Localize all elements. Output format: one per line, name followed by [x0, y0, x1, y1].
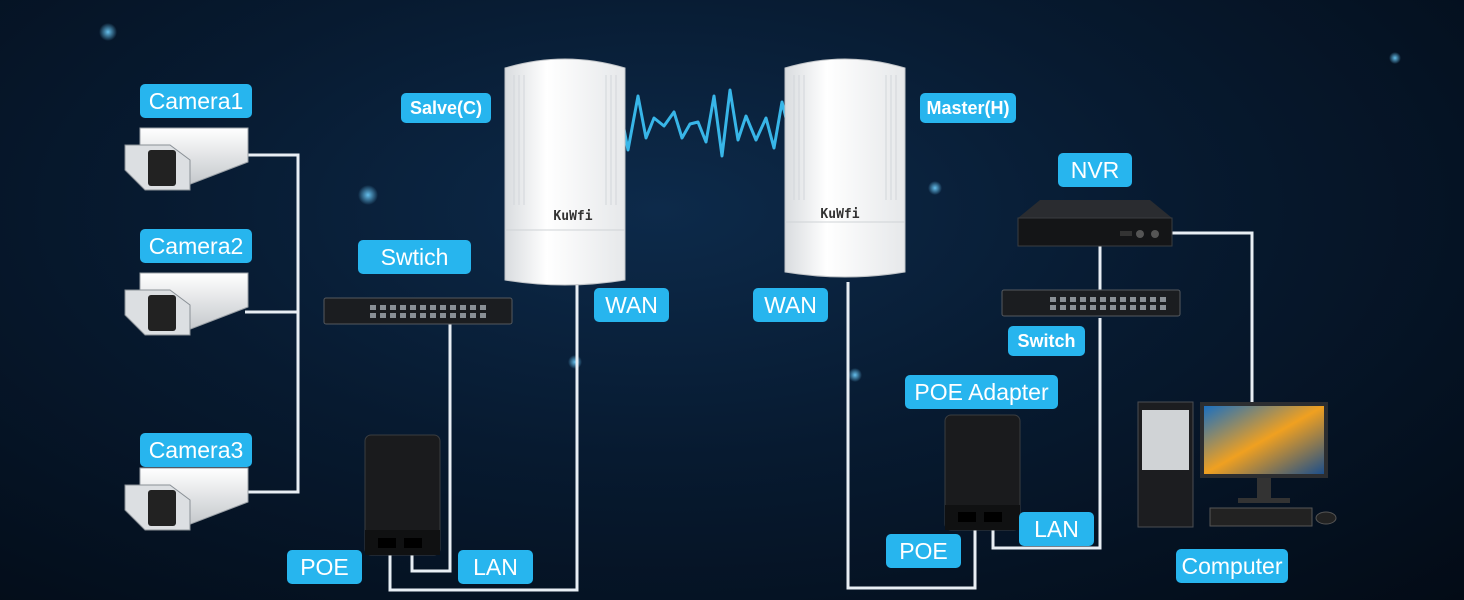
label-lan-right: LAN — [1019, 512, 1094, 546]
wireless-signal — [587, 88, 825, 158]
label-camera3: Camera3 — [140, 433, 252, 467]
switch-left-icon — [323, 297, 513, 325]
label-computer: Computer — [1176, 549, 1288, 583]
camera1-icon — [124, 127, 249, 191]
label-wan-left: WAN — [594, 288, 669, 322]
label-lan-left: LAN — [458, 550, 533, 584]
label-poe-adapter: POE Adapter — [905, 375, 1058, 409]
label-switch-right: Switch — [1008, 326, 1085, 356]
label-camera1: Camera1 — [140, 84, 252, 118]
brand-right: KuWfi — [820, 207, 859, 222]
nvr-icon — [1017, 200, 1173, 247]
camera2-icon — [124, 272, 249, 336]
label-camera2: Camera2 — [140, 229, 252, 263]
label-poe-right: POE — [886, 534, 961, 568]
cpe-slave-icon: KuWfi — [504, 58, 626, 286]
label-wan-right: WAN — [753, 288, 828, 322]
label-switch-left: Swtich — [358, 240, 471, 274]
label-slave: Salve(C) — [401, 93, 491, 123]
label-nvr: NVR — [1058, 153, 1132, 187]
switch-right-icon — [1001, 289, 1181, 317]
brand-left: KuWfi — [553, 209, 592, 224]
cpe-master-icon: KuWfi — [784, 58, 906, 278]
camera3-icon — [124, 467, 249, 531]
computer-icon — [1137, 401, 1337, 528]
poe-adapter-right-icon — [944, 414, 1021, 531]
label-master: Master(H) — [920, 93, 1016, 123]
label-poe-left: POE — [287, 550, 362, 584]
cables — [245, 153, 1254, 592]
background-glow — [99, 23, 1401, 382]
poe-injector-left-icon — [364, 434, 441, 556]
